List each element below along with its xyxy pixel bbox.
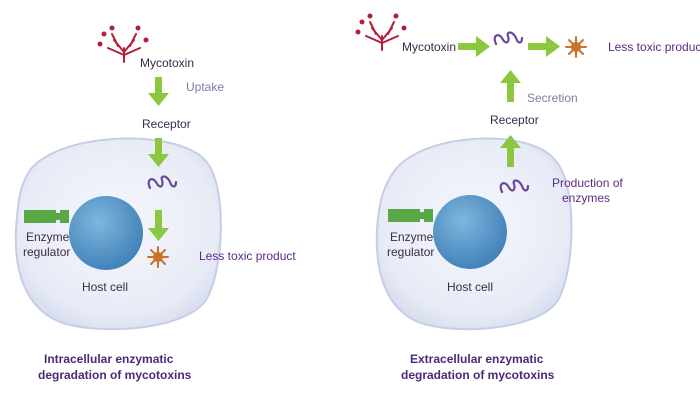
right-less-toxic-label: Less toxic product (608, 40, 700, 54)
left-arrow-to-enzyme (148, 138, 169, 167)
right-arrow-to-receptor (500, 135, 521, 167)
right-caption-line-2: degradation of mycotoxins (401, 368, 555, 382)
right-arrow-to-product (528, 36, 560, 57)
left-arrow-uptake (148, 77, 169, 106)
right-arrow-secretion (500, 70, 521, 102)
right-secretion-label: Secretion (527, 91, 578, 105)
left-caption-line-1: Intracellular enzymatic (44, 352, 174, 366)
right-arrow-to-enzyme (458, 36, 490, 57)
right-caption-line-1: Extracellular enzymatic (410, 352, 544, 366)
right-host-cell-label: Host cell (447, 280, 493, 294)
left-less-toxic-product-icon (147, 246, 169, 268)
right-enzyme-regulator-icon (388, 209, 433, 222)
left-nucleus (69, 196, 143, 270)
left-mycotoxin-label: Mycotoxin (140, 56, 194, 70)
left-mycotoxin-icon (97, 25, 149, 63)
left-panel: Mycotoxin Uptake Receptor Less toxi (14, 25, 296, 382)
right-mycotoxin-icon (355, 13, 407, 51)
right-enzyme-icon-intracellular (499, 179, 530, 194)
right-less-toxic-product-icon (565, 36, 587, 58)
left-arrow-to-product (148, 210, 169, 241)
right-enzyme-regulator-label-2: regulator (387, 245, 434, 259)
left-less-toxic-label: Less toxic product (199, 249, 296, 263)
right-enzyme-icon-extracellular (493, 31, 524, 46)
right-receptor-label: Receptor (490, 113, 539, 127)
right-nucleus (433, 195, 507, 269)
right-production-label-2: enzymes (562, 191, 610, 205)
right-panel: Mycotoxin Less toxic product Secretion (355, 13, 700, 382)
left-enzyme-regulator-label-1: Enzyme (26, 230, 70, 244)
right-mycotoxin-label: Mycotoxin (402, 40, 456, 54)
left-host-cell-label: Host cell (82, 280, 128, 294)
left-enzyme-regulator-label-2: regulator (23, 245, 70, 259)
right-production-label-1: Production of (552, 176, 623, 190)
left-enzyme-regulator-icon (24, 210, 69, 223)
left-enzyme-icon (147, 175, 178, 190)
right-enzyme-regulator-label-1: Enzyme (390, 230, 434, 244)
left-receptor-label: Receptor (142, 117, 191, 131)
left-caption-line-2: degradation of mycotoxins (38, 368, 192, 382)
left-uptake-label: Uptake (186, 80, 224, 94)
